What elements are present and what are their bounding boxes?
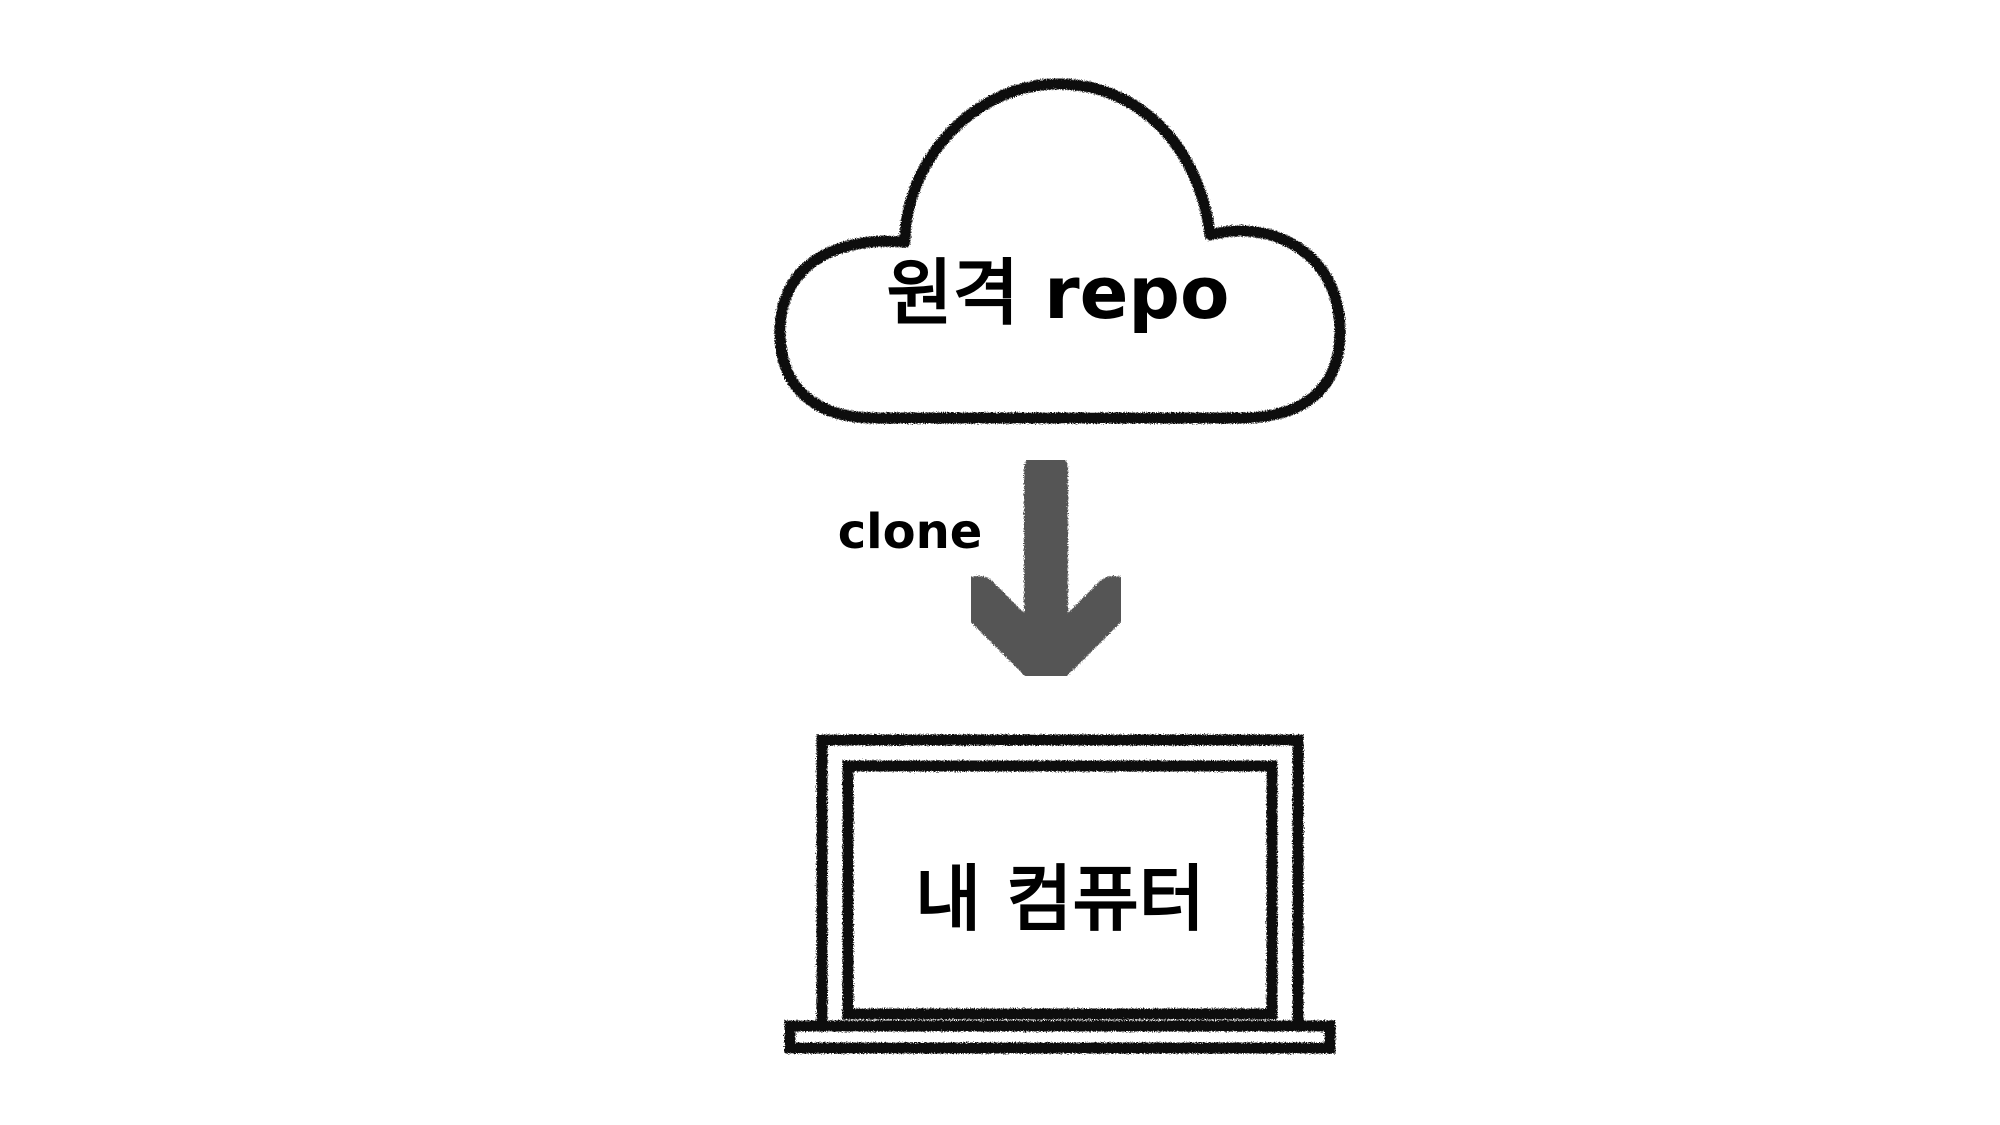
arrow-down-icon [956, 448, 1136, 688]
local-computer-label: 내 컴퓨터 [915, 857, 1205, 941]
cloud-icon [774, 78, 1346, 424]
clone-label: clone [838, 504, 983, 560]
remote-repo-label: 원격 repo [887, 251, 1230, 335]
laptop-icon [784, 734, 1336, 1054]
